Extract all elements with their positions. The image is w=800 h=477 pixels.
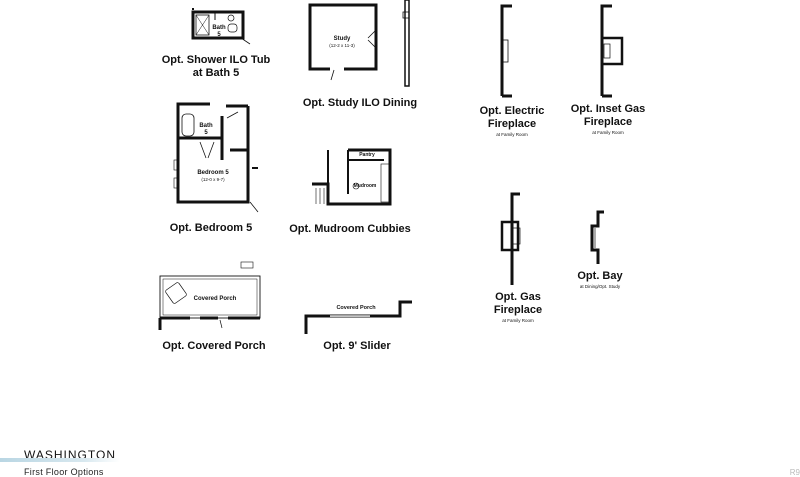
caption-study: Opt. Study ILO Dining: [290, 97, 430, 110]
mudroom-pantry-label: Pantry: [359, 152, 375, 158]
caption-slider: Opt. 9' Slider: [300, 340, 414, 353]
brand-accent-bar: [0, 458, 120, 462]
caption-electric-line2: Fireplace: [487, 118, 537, 130]
caption-electric-line1: Opt. Electric: [479, 105, 545, 117]
study-room-label: Study: [334, 36, 351, 42]
brand-subtitle: First Floor Options: [24, 467, 104, 477]
caption-inset-line2: Fireplace: [583, 116, 633, 128]
plan-shower-bath5: [191, 8, 251, 45]
caption-mudroom-line1: Opt. Mudroom Cubbies: [289, 223, 411, 235]
plan-covered-porch: [158, 261, 261, 330]
plan-inset-gas-fireplace: [600, 4, 624, 98]
caption-bay-note: at Dining/Opt. Study: [579, 284, 621, 289]
bedroom-bath-label: Bath: [199, 123, 213, 129]
caption-electric-note: at Family Room: [496, 132, 528, 137]
caption-bedroom-line1: Opt. Bedroom 5: [169, 222, 253, 234]
caption-bay-line1: Opt. Bay: [577, 270, 623, 282]
caption-porch: Opt. Covered Porch: [146, 340, 282, 353]
plan-electric-fireplace: [500, 4, 512, 98]
bedroom-bath-number: 5: [204, 130, 208, 136]
caption-slider-line1: Opt. 9' Slider: [323, 340, 391, 352]
caption-inset-note: at Family Room: [592, 130, 624, 135]
mudroom-room-label: Mudroom: [354, 183, 377, 189]
caption-shower: Opt. Shower ILO Tub at Bath 5: [146, 54, 286, 80]
caption-shower-line1: Opt. Shower ILO Tub: [161, 54, 271, 66]
caption-gas-line2: Fireplace: [493, 304, 543, 316]
bedroom-room-label: Bedroom 5: [197, 170, 229, 176]
shower-room-number: 5: [217, 32, 221, 38]
plan-bedroom5: [173, 102, 259, 213]
bedroom-room-size: (12-0 x 9-7): [201, 177, 225, 182]
corner-code: R9: [789, 468, 800, 477]
study-room-size: (12-2 x 11-3): [329, 43, 355, 48]
caption-bay: Opt. Bay at Dining/Opt. Study: [560, 270, 640, 290]
plan-bay: [590, 210, 604, 264]
caption-porch-line1: Opt. Covered Porch: [162, 340, 266, 352]
caption-shower-line2: at Bath 5: [192, 67, 240, 79]
caption-inset-line1: Opt. Inset Gas: [570, 103, 646, 115]
plan-slider: [304, 300, 412, 334]
caption-mudroom: Opt. Mudroom Cubbies: [280, 223, 420, 236]
caption-gas: Opt. Gas Fireplace at Family Room: [468, 291, 568, 324]
shower-room-label: Bath: [212, 25, 226, 31]
plan-study: [308, 0, 410, 87]
porch-room-label: Covered Porch: [194, 296, 237, 302]
plan-mudroom: [312, 148, 392, 206]
caption-bedroom: Opt. Bedroom 5: [146, 222, 276, 235]
caption-electric: Opt. Electric Fireplace at Family Room: [462, 105, 562, 138]
slider-room-label: Covered Porch: [336, 305, 376, 311]
caption-inset: Opt. Inset Gas Fireplace at Family Room: [558, 103, 658, 136]
plan-gas-fireplace: [500, 192, 521, 285]
caption-gas-line1: Opt. Gas: [495, 291, 541, 303]
caption-gas-note: at Family Room: [502, 318, 534, 323]
caption-study-line1: Opt. Study ILO Dining: [302, 97, 418, 109]
